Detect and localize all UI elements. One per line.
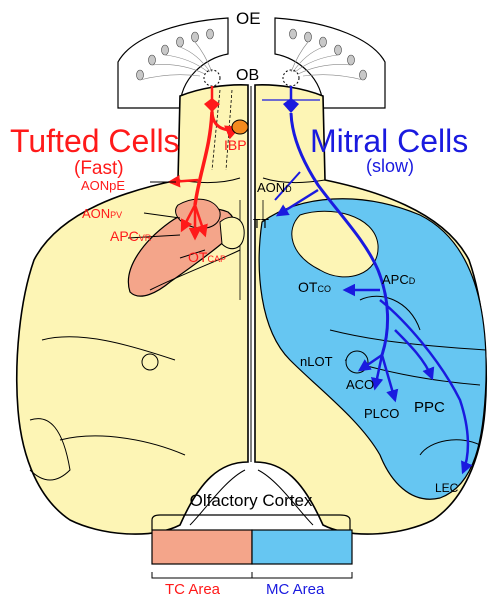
aond-label: AOND [257, 180, 292, 195]
aonpv-label: AONPV [82, 206, 122, 221]
apcvr-label: APCVR [110, 228, 152, 244]
mitral-title: Mitral Cells [310, 123, 468, 159]
legend: Olfactory Cortex TC Area MC Area [151, 491, 353, 598]
tufted-title: Tufted Cells [10, 123, 180, 159]
olfactory-epithelium [117, 17, 386, 109]
lec-label: LEC [435, 481, 459, 495]
ob-label: OB [236, 67, 259, 84]
nlot-label: nLOT [300, 354, 333, 369]
aonpe-label: AONpE [81, 178, 125, 193]
tc-swatch [151, 529, 253, 565]
otcap-label: OTCAP [188, 249, 226, 265]
mc-area-label: MC Area [266, 581, 325, 598]
otco-label: OTCO [298, 279, 331, 295]
aco-label: ACO [346, 377, 374, 392]
ppc-label: PPC [414, 399, 445, 416]
plco-label: PLCO [364, 406, 399, 421]
mc-swatch [251, 529, 353, 565]
tufted-pathway [127, 86, 249, 259]
mc-area [258, 198, 487, 500]
tc-area-label: TC Area [165, 581, 221, 598]
oe-label: OE [236, 9, 261, 28]
ibp-label: IBP [224, 137, 247, 153]
ibp-node [231, 119, 249, 135]
tt-label: TT [253, 216, 269, 231]
apcd-label: APCD [382, 272, 416, 287]
mitral-subtitle: (slow) [366, 156, 414, 176]
legend-title: Olfactory Cortex [190, 491, 313, 510]
tufted-subtitle: (Fast) [74, 158, 124, 179]
mitral-pathway [262, 86, 473, 475]
